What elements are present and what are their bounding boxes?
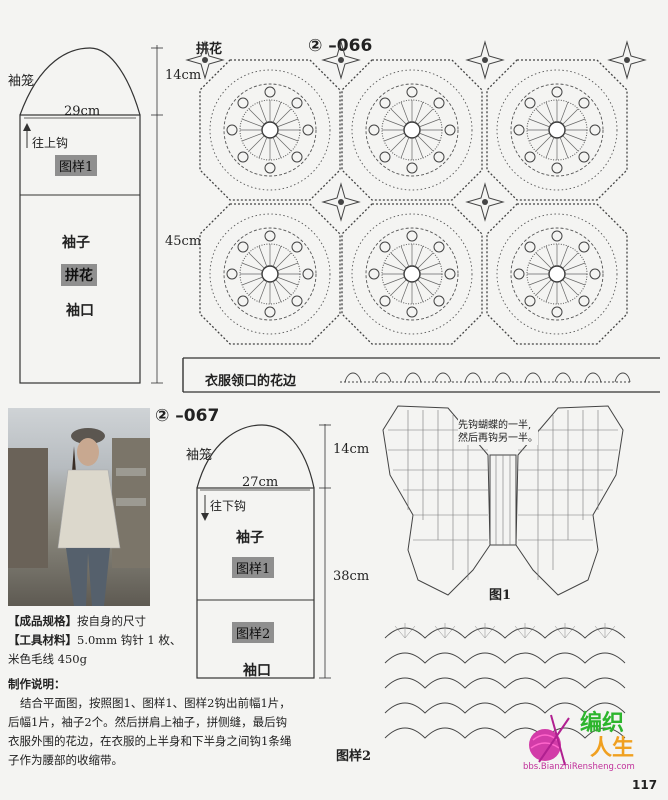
spec-label: 【成品规格】 (8, 614, 77, 628)
yarn-ball-icon (529, 714, 570, 766)
cuff-label: 袖口 (66, 303, 94, 319)
pattern-box-label: 图样1 (55, 155, 98, 176)
method-title: 制作说明： (8, 677, 66, 691)
collar-edging-chart (340, 372, 631, 383)
collar-edging-caption: 衣服领口的花边 (205, 374, 297, 389)
butterfly-note-line1: 先钩蝴蝶的一半, (458, 420, 532, 431)
cap-height-label: 14cm (165, 68, 202, 83)
method-line-2: 后幅1片，袖子2个。然后拼肩上袖子，拼侧缝，最后钩 (8, 715, 288, 729)
bottom-pattern1-box: 图样1 (232, 557, 275, 578)
bottom-sleeve-cap-label: 袖笼 (186, 448, 213, 463)
pattern-code-067: ② –067 (155, 406, 220, 426)
bottom-cap-height-label: 14cm (333, 442, 370, 457)
method-line-4: 子作为腰部的收缩带。 (8, 753, 123, 767)
pattern2-chart (384, 623, 626, 739)
sleeve-label: 袖子 (62, 235, 90, 251)
spec-text: 按自身的尺寸 (77, 614, 146, 628)
method-line-3: 衣服外围的花边，在衣服的上半身和下半身之间钩1条绳 (8, 734, 292, 748)
butterfly-note-line2: 然后再钩另一半。 (458, 433, 538, 444)
page-number: 117 (632, 778, 658, 792)
bottom-cuff-label: 袖口 (243, 663, 271, 679)
watermark-url: bbs.BianzhiRensheng.com (523, 762, 635, 772)
butterfly-caption: 图1 (489, 588, 512, 603)
bottom-body-height-label: 38cm (333, 569, 370, 584)
butterfly-note: 先钩蝴蝶的一半, 然后再钩另一半。 (458, 419, 538, 445)
motif-chart (186, 41, 646, 345)
spec-line: 【成品规格】按自身的尺寸 (8, 612, 146, 631)
model-photo (8, 408, 150, 606)
tool-text: 5.0mm 钩针 1 枚、 (77, 633, 182, 647)
width-label: 29cm (64, 104, 101, 119)
butterfly-chart (382, 405, 624, 596)
body-height-label: 45cm (165, 234, 202, 249)
tool-label: 【工具材料】 (8, 633, 77, 647)
bottom-width-label: 27cm (242, 475, 279, 490)
direction-note: 往上钩 (32, 136, 69, 150)
bottom-pattern2-box: 图样2 (232, 622, 275, 643)
motif-title: 拼花 (196, 42, 223, 57)
sleeve-cap-label: 袖笼 (8, 74, 35, 89)
motif-box-label: 拼花 (61, 264, 97, 286)
watermark-text-b: 人生 (590, 736, 635, 761)
bottom-direction-note: 往下钩 (210, 499, 247, 513)
pattern2-caption: 图样2 (336, 749, 372, 764)
yarn-text: 米色毛线 450g (8, 652, 87, 666)
tool-line: 【工具材料】5.0mm 钩针 1 枚、 (8, 631, 181, 650)
method-line-1: 结合平面图，按照图1、图样1、图样2钩出前幅1片， (20, 696, 291, 710)
watermark-text-a: 编织 (580, 711, 625, 736)
bottom-sleeve-label: 袖子 (236, 530, 264, 546)
